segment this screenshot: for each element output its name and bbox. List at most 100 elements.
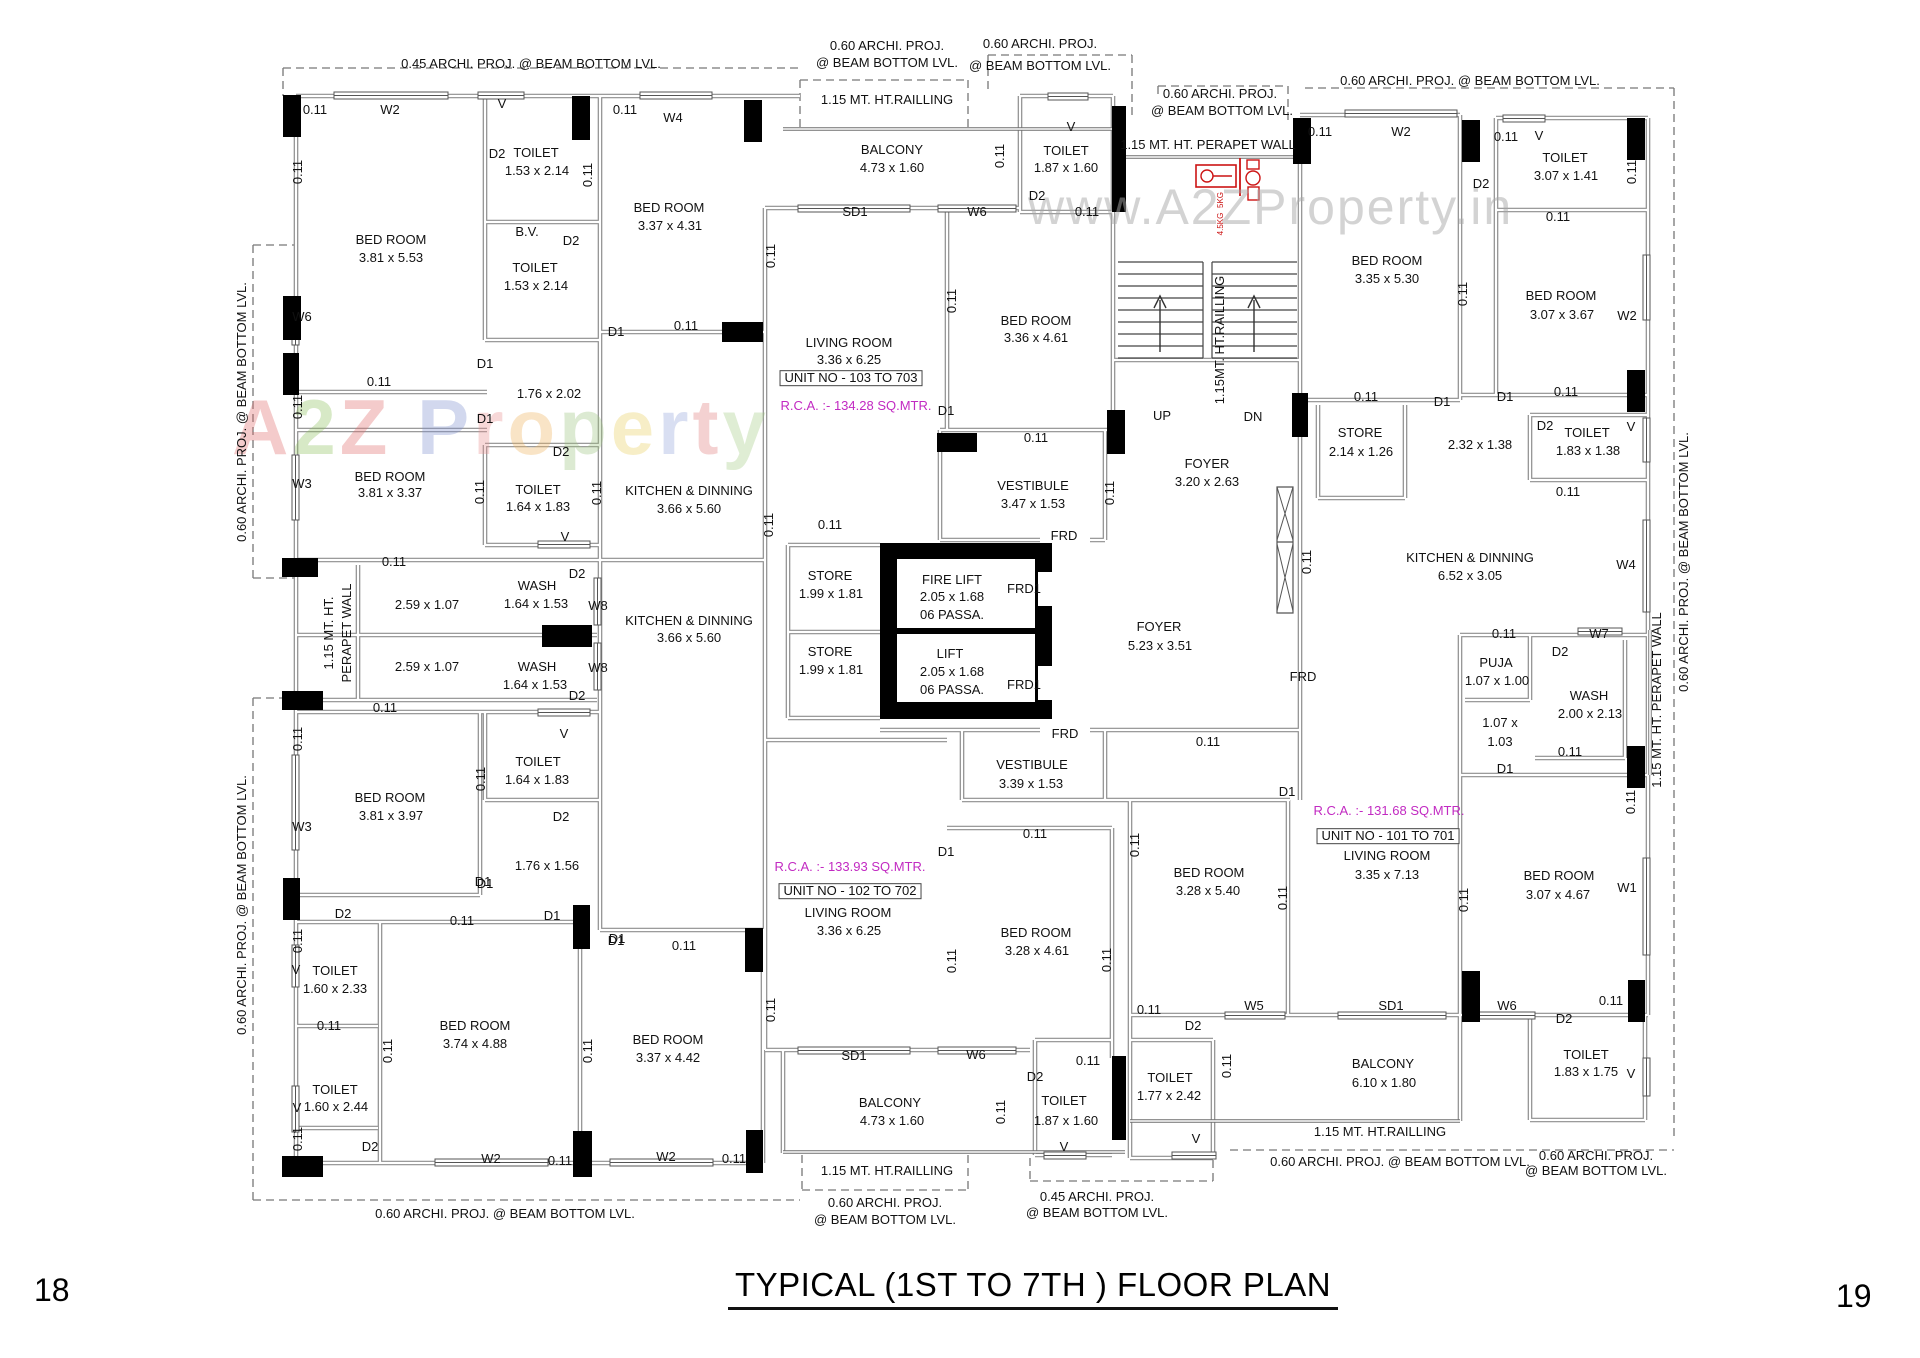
plan-label: W2 xyxy=(481,1151,501,1167)
plan-label: DN xyxy=(1243,409,1263,425)
plan-label: 0.60 ARCHI. PROJ. @ BEAM BOTTOM LVL. xyxy=(1340,73,1600,89)
plan-label: 0.11 xyxy=(992,143,1008,169)
plan-label: LIVING ROOM xyxy=(1343,848,1431,864)
plan-label: 3.37 x 4.42 xyxy=(635,1050,701,1066)
column-block xyxy=(1107,410,1125,454)
brand-watermark: A2Z Property xyxy=(232,382,770,473)
plan-label: 3.81 x 5.53 xyxy=(358,250,424,266)
column-block xyxy=(282,691,323,710)
plan-label: R.C.A. :- 133.93 SQ.MTR. xyxy=(774,859,926,875)
plan-label: 0.11 xyxy=(721,1151,747,1167)
plan-label: TOILET xyxy=(515,482,561,498)
plan-label: 0.11 xyxy=(290,726,306,752)
plan-label: 1.15 MT. HT. xyxy=(321,596,337,670)
plan-label: D2 xyxy=(1472,176,1490,192)
plan-label: 2.59 x 1.07 xyxy=(394,597,460,613)
plan-label: 0.11 xyxy=(372,700,398,716)
plan-label: @ BEAM BOTTOM LVL. xyxy=(815,55,959,71)
plan-label: D2 xyxy=(334,906,352,922)
plan-label: 2.14 x 1.26 xyxy=(1328,444,1394,460)
plan-label: UNIT NO - 101 TO 701 xyxy=(1316,828,1460,844)
plan-label: 0.11 xyxy=(290,1126,306,1152)
plan-label: 0.60 ARCHI. PROJ. xyxy=(1538,1148,1654,1164)
brand-watermark-letter xyxy=(391,383,417,471)
plan-label: V xyxy=(1626,419,1636,435)
plan-label: 3.66 x 5.60 xyxy=(656,630,722,646)
plan-label: 1.53 x 2.14 xyxy=(504,163,570,179)
plan-label: V xyxy=(291,962,301,978)
plan-label: 0.11 xyxy=(449,913,475,929)
plan-label: 1.76 x 2.02 xyxy=(516,386,582,402)
plan-label: 0.11 xyxy=(290,159,306,185)
plan-label: W4 xyxy=(1616,557,1636,573)
plan-label: 4.73 x 1.60 xyxy=(859,1113,925,1129)
plan-label: BALCONY xyxy=(1351,1056,1415,1072)
plan-label: PUJA xyxy=(1479,655,1513,671)
plan-label: D2 xyxy=(1555,1011,1573,1027)
column-block xyxy=(573,905,590,949)
plan-label: 3.07 x 1.41 xyxy=(1533,168,1599,184)
plan-label: 0.11 xyxy=(944,948,960,974)
plan-label: 0.60 ARCHI. PROJ. @ BEAM BOTTOM LVL. xyxy=(234,282,250,542)
column-block xyxy=(1292,393,1308,437)
projection-dashed-lines xyxy=(252,54,1675,1201)
plan-label: W2 xyxy=(1617,308,1637,324)
plan-label: W2 xyxy=(656,1149,676,1165)
plan-label: FRD1 xyxy=(1007,581,1041,597)
plan-label: 1.53 x 2.14 xyxy=(503,278,569,294)
plan-label: D2 xyxy=(1536,418,1554,434)
plan-label: 3.81 x 3.37 xyxy=(357,485,423,501)
column-block xyxy=(282,1156,323,1177)
plan-label: @ BEAM BOTTOM LVL. xyxy=(1150,103,1294,119)
plan-label: TOILET xyxy=(1043,143,1089,159)
column-block xyxy=(745,928,763,972)
plan-label: 0.45 ARCHI. PROJ. xyxy=(1039,1189,1155,1205)
plan-label: SD1 xyxy=(1378,998,1404,1014)
plan-label: 1.99 x 1.81 xyxy=(798,662,864,678)
plan-label: @ BEAM BOTTOM LVL. xyxy=(1524,1163,1668,1179)
brand-watermark-letter: e xyxy=(610,383,659,471)
staircase xyxy=(1118,261,1297,359)
plan-label: 1.87 x 1.60 xyxy=(1033,160,1099,176)
vent-shafts xyxy=(1276,486,1294,614)
plan-label: W6 xyxy=(1497,998,1517,1014)
plan-label: 3.74 x 4.88 xyxy=(442,1036,508,1052)
column-block xyxy=(283,878,300,920)
plan-label: V xyxy=(497,96,507,112)
plan-label: FRD xyxy=(1050,528,1078,544)
column-block xyxy=(1112,1056,1126,1140)
plan-label: 1.15 MT. HT. PERAPET WALL xyxy=(1120,137,1296,153)
plan-label: W3 xyxy=(292,476,312,492)
plan-label: BED ROOM xyxy=(1523,868,1595,884)
column-block xyxy=(722,322,763,342)
plan-label: BED ROOM xyxy=(439,1018,511,1034)
plan-label: D1 xyxy=(607,324,625,340)
plan-label: 0.11 xyxy=(1219,1053,1235,1079)
plan-label: D1 xyxy=(937,844,955,860)
plan-label: 6.52 x 3.05 xyxy=(1437,568,1503,584)
plan-label: 3.07 x 4.67 xyxy=(1525,887,1591,903)
plan-label: WASH xyxy=(517,659,557,675)
fire-equipment-icon xyxy=(1195,158,1261,201)
plan-label: 0.11 xyxy=(1545,209,1571,225)
plan-label: 0.60 ARCHI. PROJ. xyxy=(982,36,1098,52)
plan-label: 0.11 xyxy=(589,480,605,506)
plan-label: 0.60 ARCHI. PROJ. xyxy=(1162,86,1278,102)
plan-label: 3.28 x 5.40 xyxy=(1175,883,1241,899)
plan-label: 0.11 xyxy=(1299,549,1315,575)
plan-label: UNIT NO - 103 TO 703 xyxy=(779,370,923,386)
plan-label: 0.11 xyxy=(302,102,328,118)
plan-label: UNIT NO - 102 TO 702 xyxy=(778,883,922,899)
plan-label: 0.11 xyxy=(1127,832,1143,858)
plan-label: VESTIBULE xyxy=(996,757,1068,773)
plan-label: SD1 xyxy=(841,1048,867,1064)
brand-watermark-letter: Z xyxy=(339,383,392,471)
plan-label: 0.11 xyxy=(761,512,777,538)
plan-label: FOYER xyxy=(1136,619,1182,635)
plan-label: W2 xyxy=(380,102,400,118)
plan-label: 1.07 x 1.00 xyxy=(1464,673,1530,689)
column-block xyxy=(572,96,590,140)
plan-label: D1 xyxy=(1433,394,1451,410)
railings xyxy=(783,127,1652,1154)
